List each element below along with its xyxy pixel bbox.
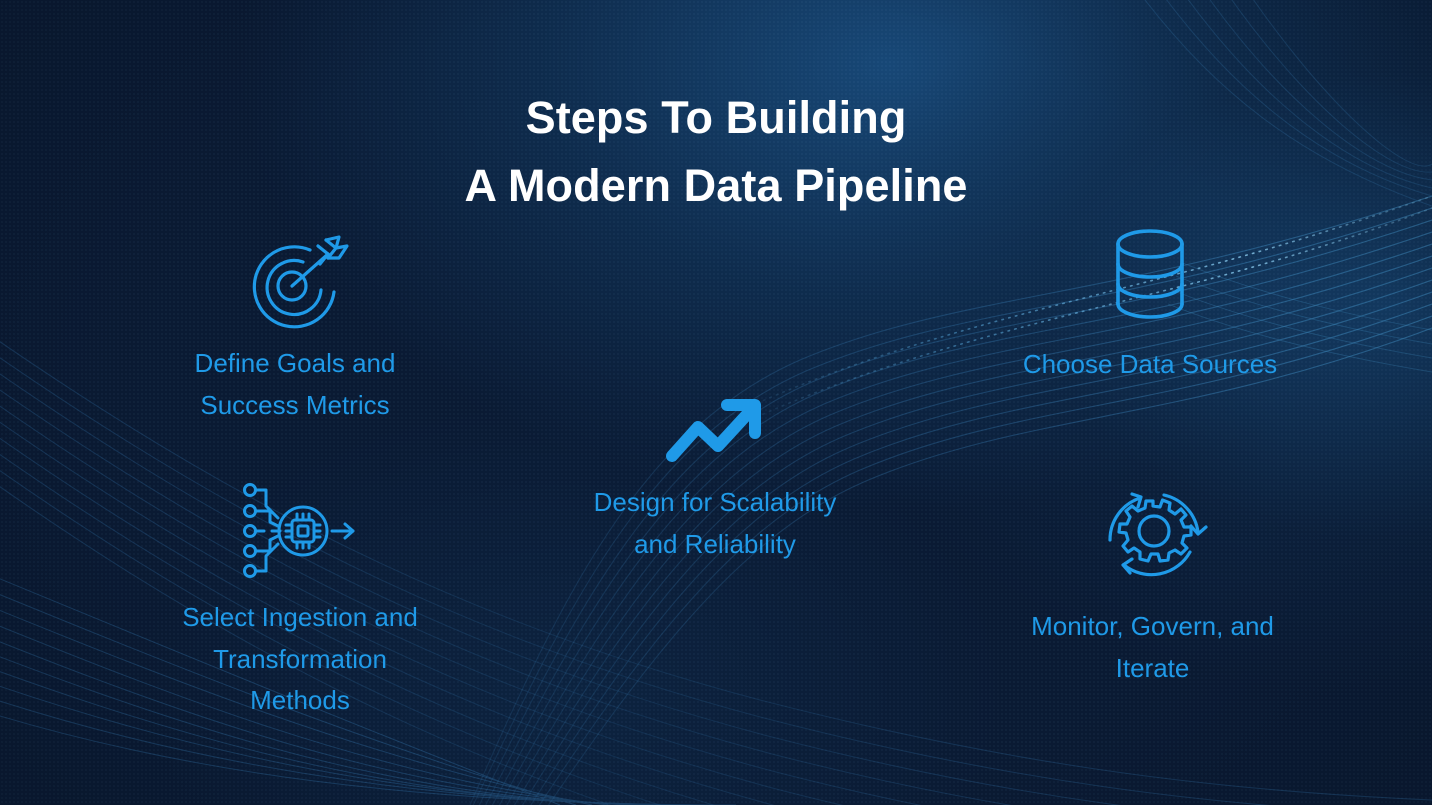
database-icon bbox=[960, 224, 1340, 324]
step-label: Choose Data Sources bbox=[1022, 349, 1278, 379]
gear-cycle-icon bbox=[965, 482, 1340, 590]
title-line-2: A Modern Data Pipeline bbox=[464, 160, 968, 212]
growth-arrow-icon bbox=[545, 396, 885, 464]
title-line-1: Steps To Building bbox=[525, 92, 907, 143]
step-label: Select Ingestion and Transformation Meth… bbox=[182, 602, 418, 716]
step-select-ingestion: Select Ingestion and Transformation Meth… bbox=[110, 478, 490, 722]
step-design-scalability: Design for Scalability and Reliability bbox=[545, 396, 885, 565]
step-label: Monitor, Govern, and Iterate bbox=[1031, 611, 1274, 683]
step-label: Define Goals and Success Metrics bbox=[194, 348, 396, 420]
step-monitor-govern: Monitor, Govern, and Iterate bbox=[965, 482, 1340, 689]
step-choose-data-sources: Choose Data Sources bbox=[960, 224, 1340, 386]
page-title: Steps To Building A Modern Data Pipeline bbox=[0, 84, 1432, 221]
step-define-goals: Define Goals and Success Metrics bbox=[115, 228, 475, 426]
step-label: Design for Scalability and Reliability bbox=[593, 487, 837, 559]
target-arrow-icon bbox=[115, 228, 475, 333]
data-ingestion-chip-icon bbox=[110, 478, 490, 583]
